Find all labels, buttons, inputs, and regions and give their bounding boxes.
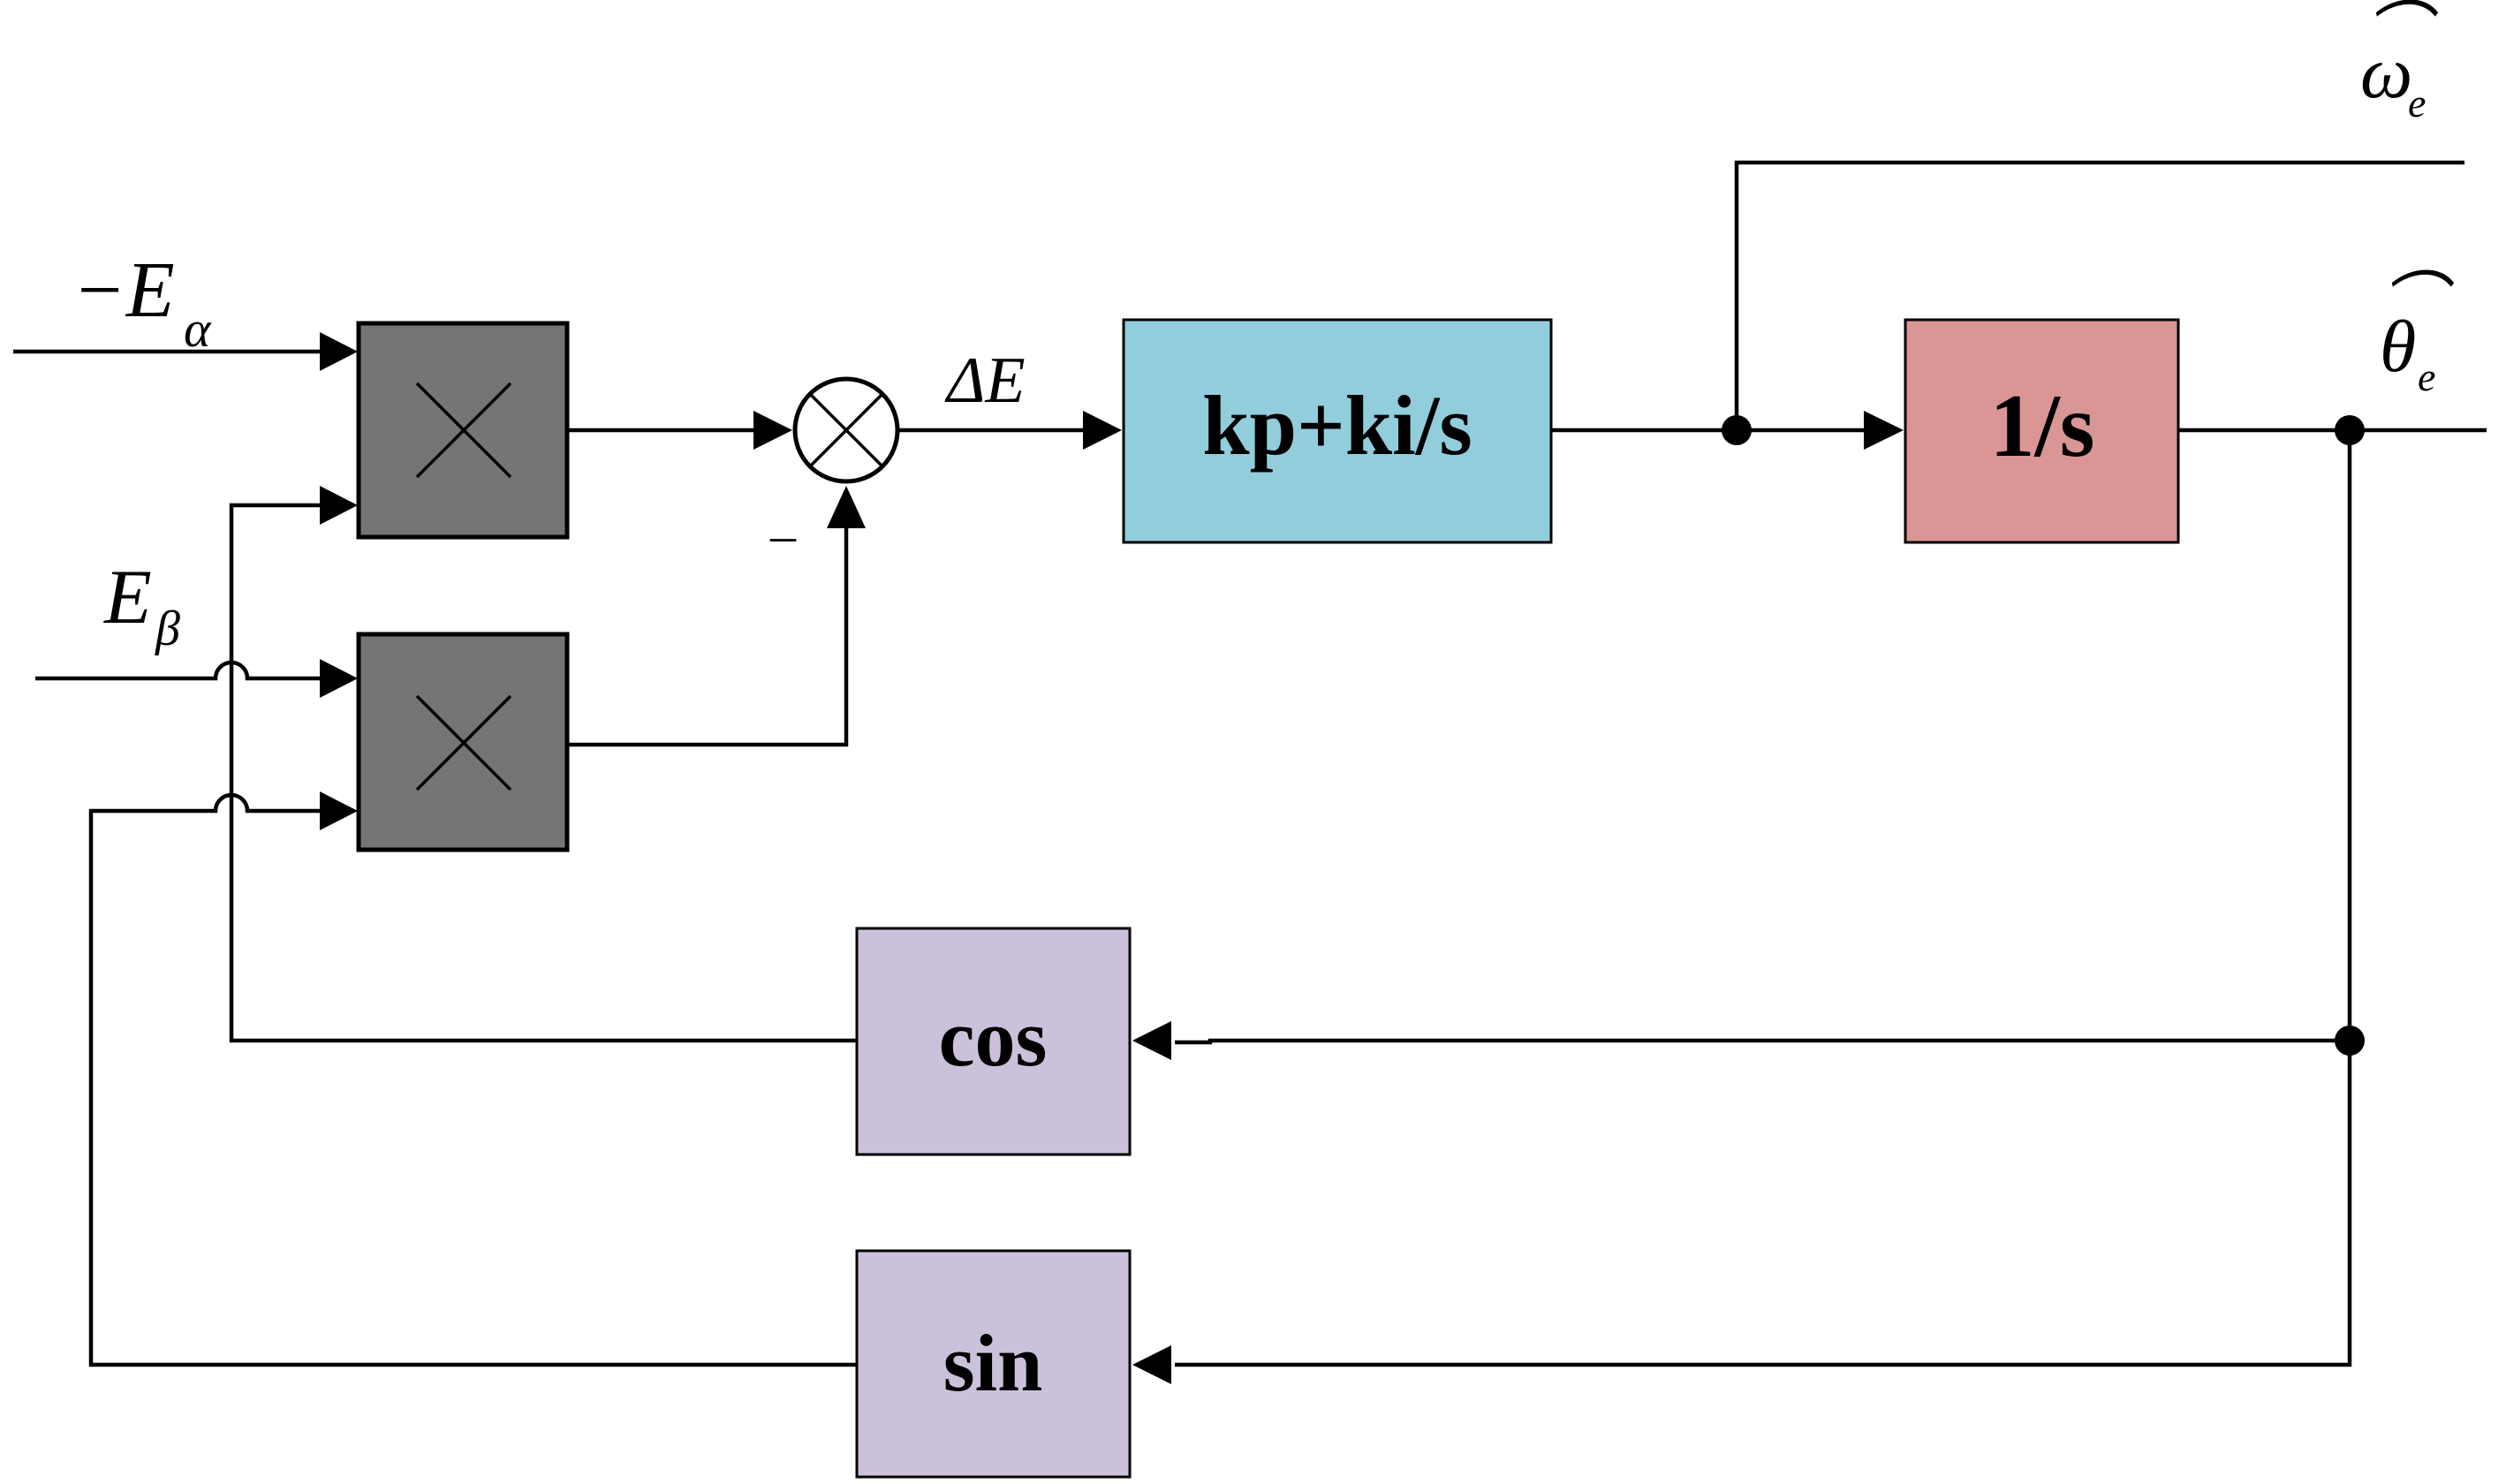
- wire-cos-feedback: [229, 503, 857, 1043]
- integrator-label: 1/s: [1989, 376, 2094, 476]
- arrow-into-multiplier-1-top: [320, 332, 358, 371]
- label-neg-e-alpha: −E α: [72, 246, 212, 358]
- arrow-into-sum-bottom: [827, 486, 866, 528]
- svg-text:E: E: [102, 555, 152, 640]
- arrow-into-multiplier-2-top: [320, 659, 358, 698]
- arrow-into-pi: [1083, 411, 1122, 450]
- svg-text:α: α: [184, 300, 212, 358]
- wire-e-beta: [35, 660, 320, 681]
- wire-theta-feedback: [1175, 430, 2352, 1367]
- label-theta-hat: ⌒ θ e: [2380, 268, 2455, 399]
- label-delta-e: ΔE: [944, 344, 1026, 417]
- svg-text:θ: θ: [2380, 306, 2416, 388]
- integrator-block: 1/s: [1904, 318, 2180, 544]
- arrow-into-sum-left: [753, 411, 792, 450]
- hat-icon: ⌒: [2380, 268, 2455, 340]
- wire-sin-feedback: [88, 792, 857, 1367]
- svg-text:β: β: [155, 602, 180, 656]
- pi-controller-block: kp+ki/s: [1122, 318, 1553, 544]
- svg-text:e: e: [2418, 354, 2435, 399]
- svg-text:ω: ω: [2360, 32, 2412, 114]
- wire-omega-output: [1734, 160, 2464, 430]
- minus-sign: –: [769, 506, 797, 564]
- arrow-into-cos: [1132, 1021, 1171, 1060]
- svg-text:e: e: [2408, 80, 2426, 125]
- arrow-into-multiplier-2-bottom: [320, 791, 358, 830]
- hat-icon: ⌒: [2364, 0, 2439, 70]
- wire-mult2-to-sum: [568, 526, 849, 747]
- label-e-beta: E β: [102, 555, 180, 656]
- svg-text:−E: −E: [72, 246, 175, 334]
- multiplier-1: [356, 321, 570, 540]
- label-omega-hat: ⌒ ω e: [2360, 0, 2439, 125]
- arrow-into-multiplier-1-bottom: [320, 486, 358, 525]
- sin-block: sin: [855, 1249, 1132, 1479]
- arrow-into-sin: [1132, 1345, 1171, 1384]
- pi-controller-label: kp+ki/s: [1202, 378, 1473, 473]
- cos-label: cos: [939, 993, 1048, 1083]
- multiplier-2: [356, 632, 570, 852]
- wire-theta-to-cos: [1175, 1038, 2350, 1045]
- arrow-into-integrator: [1864, 411, 1904, 450]
- sin-label: sin: [943, 1318, 1043, 1408]
- summing-junction: [792, 376, 900, 484]
- cos-block: cos: [855, 927, 1132, 1156]
